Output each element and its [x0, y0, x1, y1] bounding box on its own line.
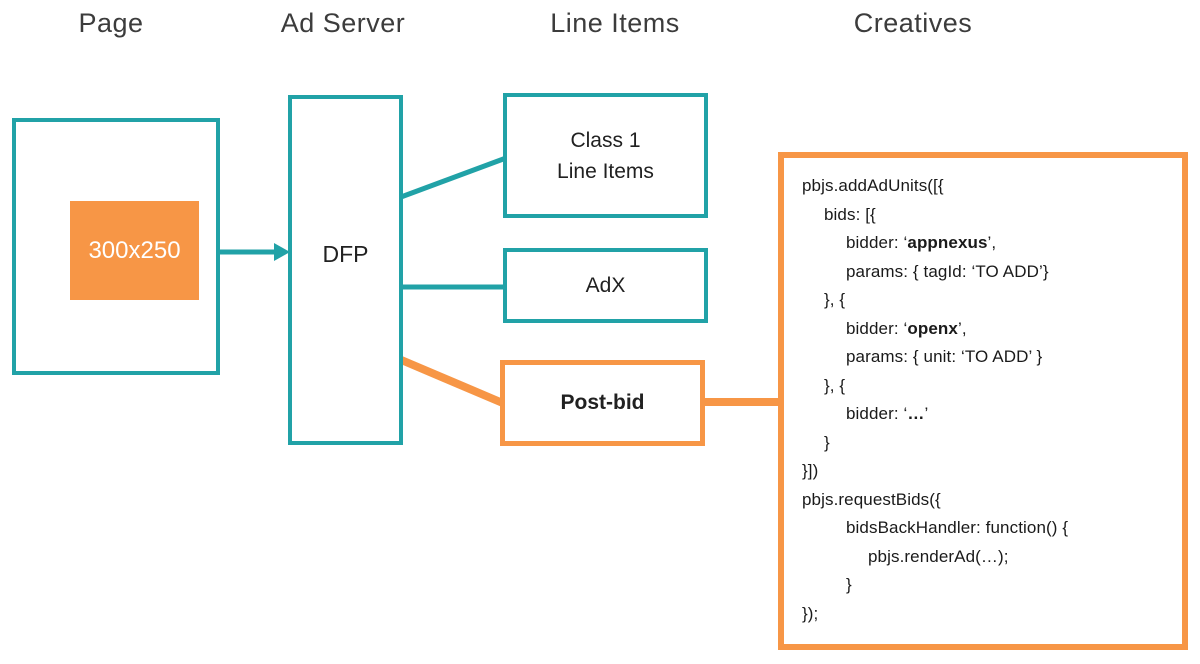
code-segment: }, {	[824, 375, 846, 395]
code-segment: params: { unit: ‘TO ADD’ }	[846, 347, 1043, 366]
dfp-label: DFP	[322, 241, 369, 267]
code-segment: pbjs.requestBids({	[802, 489, 941, 509]
code-segment: }	[824, 432, 830, 452]
code-segment: }, {	[824, 290, 846, 309]
code-line: pbjs.addAdUnits([{	[802, 172, 1172, 201]
code-segment: openx	[907, 318, 958, 338]
code-line: bids: [{	[802, 201, 1172, 230]
class1-label: Class 1 Line Items	[557, 125, 654, 187]
class1-label-line1: Class 1	[570, 128, 641, 152]
adx-label: AdX	[585, 273, 626, 297]
class1-line-items-box: Class 1 Line Items	[503, 93, 708, 218]
code-line: pbjs.renderAd(…);	[802, 543, 1172, 572]
code-line: bidder: ‘…’	[802, 400, 1172, 429]
code-line: bidsBackHandler: function() {	[802, 514, 1172, 543]
code-segment: }])	[802, 461, 819, 480]
post-bid-box: Post-bid	[500, 360, 705, 446]
code-line: }	[802, 429, 1172, 458]
column-header-line-items: Line Items	[550, 8, 680, 38]
code-segment: bidder: ‘	[846, 233, 908, 252]
code-line: params: { unit: ‘TO ADD’ }	[802, 343, 1172, 372]
code-segment: params: { tagId: ‘TO ADD’}	[846, 261, 1049, 281]
creatives-code-box	[778, 152, 1188, 650]
code-line: bidder: ‘openx’,	[802, 315, 1172, 344]
code-segment: bidsBackHandler: function() {	[846, 518, 1069, 537]
code-segment: bidder: ‘	[846, 404, 908, 423]
code-segment: bidder: ‘	[846, 318, 908, 338]
code-segment: …	[907, 404, 925, 423]
adx-box: AdX	[503, 248, 708, 323]
code-segment: bids: [{	[824, 204, 876, 224]
post-bid-label: Post-bid	[560, 391, 645, 414]
code-line: }, {	[802, 372, 1172, 401]
class1-label-line2: Line Items	[557, 159, 654, 183]
ad-slot-300x250: 300x250	[70, 201, 199, 300]
code-line: }	[802, 571, 1172, 600]
code-line: });	[802, 600, 1172, 629]
code-segment: ’	[924, 404, 929, 423]
code-line: }])	[802, 457, 1172, 486]
code-line: params: { tagId: ‘TO ADD’}	[802, 258, 1172, 287]
code-segment: ’,	[957, 318, 967, 338]
column-header-creatives: Creatives	[853, 8, 973, 38]
code-segment: appnexus	[907, 233, 988, 252]
connector-dfp-to-postbid	[397, 355, 507, 408]
code-segment: ’,	[987, 233, 997, 252]
code-segment: pbjs.addAdUnits([{	[802, 176, 944, 195]
code-segment: });	[802, 603, 819, 623]
code-line: }, {	[802, 286, 1172, 315]
connector-dfp-to-class1	[400, 155, 507, 200]
column-header-ad-server: Ad Server	[280, 8, 406, 38]
ad-slot-label: 300x250	[88, 236, 181, 264]
code-segment: pbjs.renderAd(…);	[868, 546, 1009, 566]
creatives-code-lines: pbjs.addAdUnits([{bids: [{bidder: ‘appne…	[802, 172, 1172, 628]
code-line: pbjs.requestBids({	[802, 486, 1172, 515]
dfp-box: DFP	[288, 95, 403, 445]
code-line: bidder: ‘appnexus’,	[802, 229, 1172, 258]
code-segment: }	[846, 575, 852, 594]
column-header-page: Page	[78, 8, 144, 38]
